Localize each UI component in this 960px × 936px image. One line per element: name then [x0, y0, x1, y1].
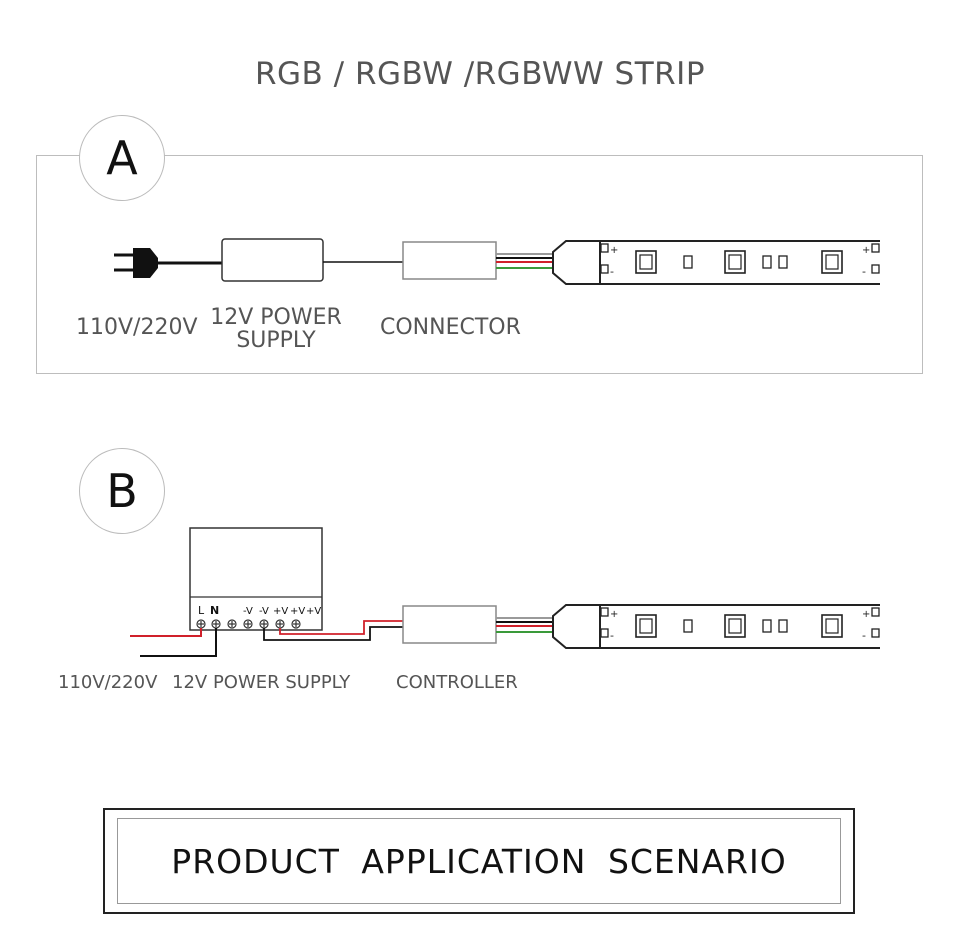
label-psu-a: 12V POWER SUPPLY [205, 306, 347, 352]
label-psu-a-line1: 12V POWER [210, 305, 342, 330]
strip-plug-b [552, 604, 601, 649]
mains-wire-red [130, 628, 202, 637]
terminal-screws [196, 619, 301, 629]
terminal-label-v1: -V [243, 606, 253, 617]
label-controller-b: CONTROLLER [396, 672, 518, 693]
badge-b: B [79, 448, 165, 534]
strip-a-minus-left: - [610, 265, 614, 278]
mains-wire-black [140, 628, 217, 657]
terminal-label-l: L [198, 604, 205, 617]
strip-b-plus-left: + [610, 609, 618, 620]
footer-frame-outer [103, 808, 855, 914]
terminal-label-v5: +V [306, 606, 321, 617]
led-strip-b [600, 604, 880, 649]
led-strip-a [600, 240, 880, 285]
strip-b-minus-left: - [610, 629, 614, 642]
badge-a: A [79, 115, 165, 201]
controller-wires-b [496, 617, 553, 633]
label-psu-b: 12V POWER SUPPLY [172, 672, 351, 693]
controller-b [402, 605, 497, 644]
strip-plug-a [552, 240, 601, 285]
strip-b-minus-right: - [862, 629, 866, 642]
strip-b-plus-right: + [862, 609, 870, 620]
footer-caption: PRODUCT APPLICATION SCENARIO [171, 841, 787, 881]
terminal-label-n: N [210, 604, 219, 617]
plug-icon [114, 248, 158, 278]
terminal-label-v4: +V [290, 606, 305, 617]
dc-wire-red [279, 620, 403, 635]
label-mains-a: 110V/220V [76, 315, 198, 340]
strip-a-plus-left: + [610, 245, 618, 256]
footer-frame-inner: PRODUCT APPLICATION SCENARIO [117, 818, 841, 904]
strip-a-plus-right: + [862, 245, 870, 256]
page-title: RGB / RGBW /RGBWW STRIP [254, 56, 706, 92]
label-connector-a: CONNECTOR [380, 315, 521, 340]
terminal-label-v3: +V [273, 606, 288, 617]
terminal-label-v2: -V [259, 606, 269, 617]
power-supply-a [221, 238, 324, 282]
label-psu-a-line2: SUPPLY [236, 328, 316, 354]
label-mains-b: 110V/220V [58, 672, 158, 693]
dc-wire-black [263, 626, 403, 641]
strip-a-minus-right: - [862, 265, 866, 278]
connector-a [402, 241, 497, 280]
connector-wires-a [496, 253, 553, 269]
power-supply-b [189, 527, 323, 631]
